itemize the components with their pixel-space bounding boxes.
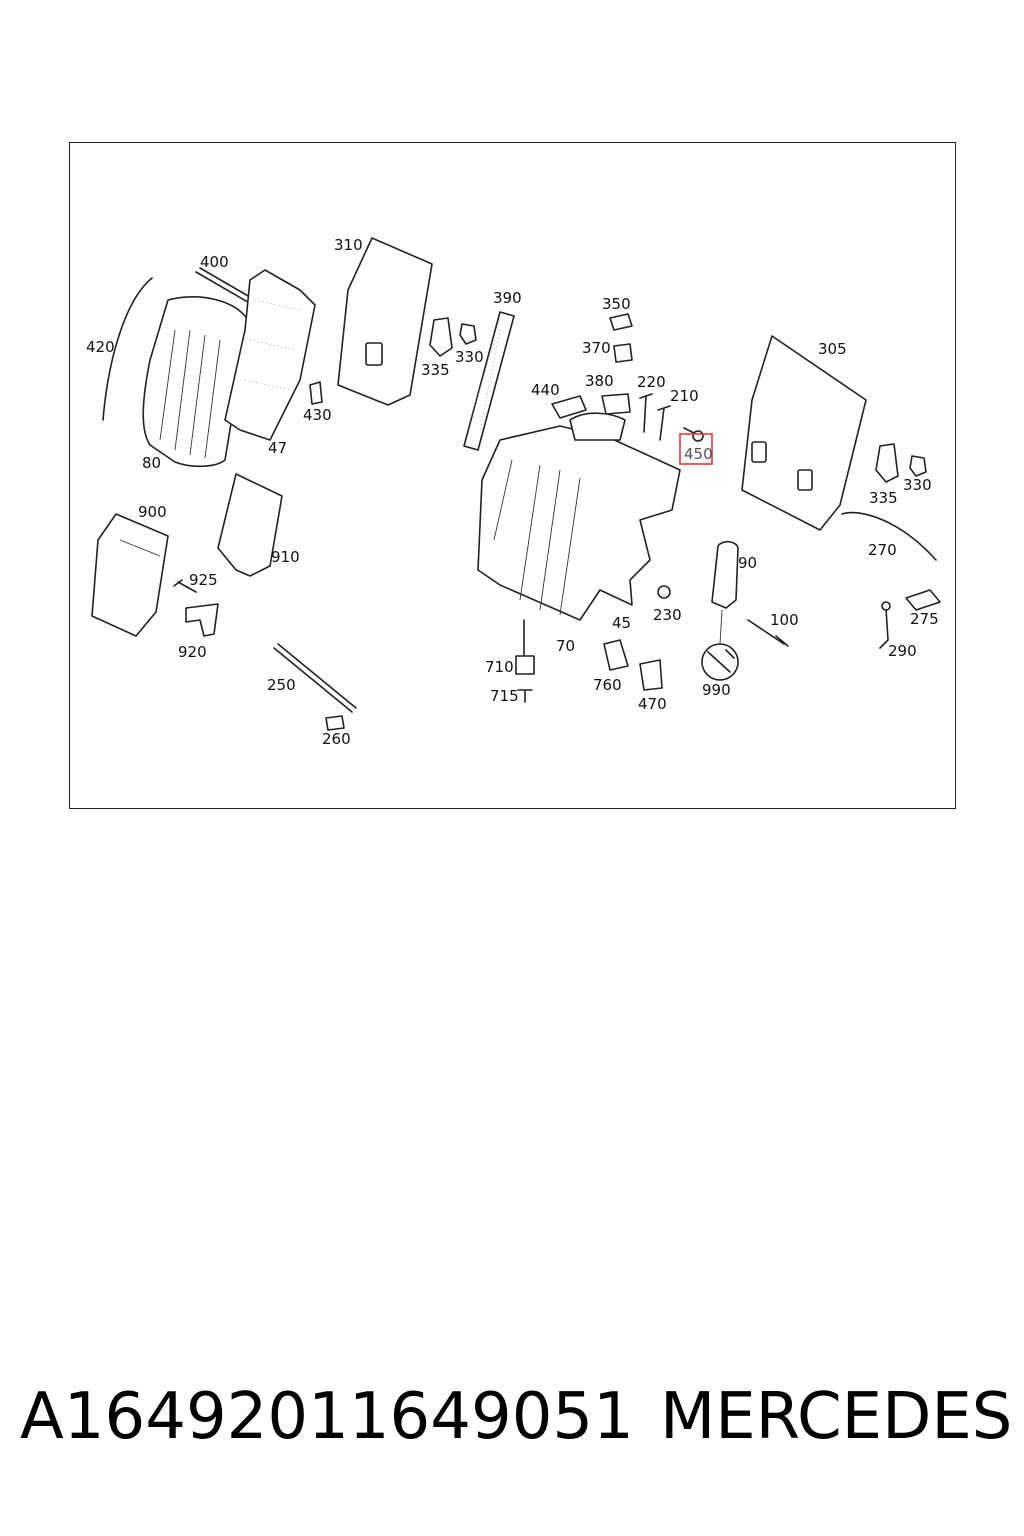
part-90-guide bbox=[711, 540, 739, 609]
callout-290: 290 bbox=[888, 642, 917, 660]
callout-260: 260 bbox=[322, 730, 351, 748]
callout-390: 390 bbox=[493, 289, 522, 307]
callout-70: 70 bbox=[556, 637, 575, 655]
callout-330-left: 330 bbox=[455, 348, 484, 366]
part-925-screw bbox=[173, 579, 197, 593]
callout-910: 910 bbox=[271, 548, 300, 566]
callout-250: 250 bbox=[267, 676, 296, 694]
part-230-nut bbox=[657, 585, 671, 599]
part-310-panel bbox=[337, 237, 433, 406]
callout-220: 220 bbox=[637, 373, 666, 391]
callout-900: 900 bbox=[138, 503, 167, 521]
callout-715: 715 bbox=[490, 687, 519, 705]
callout-305: 305 bbox=[818, 340, 847, 358]
part-100-bolt bbox=[747, 619, 789, 647]
callout-47: 47 bbox=[268, 439, 287, 457]
part-710-plug bbox=[515, 655, 535, 675]
part-470-cover bbox=[639, 659, 663, 691]
callout-400: 400 bbox=[200, 253, 229, 271]
callout-270: 270 bbox=[868, 541, 897, 559]
part-270-wire bbox=[841, 511, 937, 561]
part-305-panel bbox=[741, 335, 867, 531]
callout-45: 45 bbox=[612, 614, 631, 632]
callout-470: 470 bbox=[638, 695, 667, 713]
callout-380: 380 bbox=[585, 372, 614, 390]
part-250-rod bbox=[273, 643, 357, 713]
callout-210: 210 bbox=[670, 387, 699, 405]
part-220-bolt bbox=[639, 393, 653, 433]
callout-335-left: 335 bbox=[421, 361, 450, 379]
part-260-sleeve bbox=[325, 715, 345, 731]
part-760-trim bbox=[603, 639, 629, 671]
part-335-clip-right bbox=[875, 443, 899, 483]
part-number: A16492011649051 bbox=[20, 1380, 634, 1454]
part-440-cover bbox=[551, 395, 587, 419]
part-910-flap bbox=[217, 473, 283, 577]
callout-80: 80 bbox=[142, 454, 161, 472]
callout-335-right: 335 bbox=[869, 489, 898, 507]
part-715-pin bbox=[517, 689, 533, 703]
callout-430: 430 bbox=[303, 406, 332, 424]
callout-330-right: 330 bbox=[903, 476, 932, 494]
callout-420: 420 bbox=[86, 338, 115, 356]
part-275-label bbox=[905, 589, 941, 611]
part-370-clip bbox=[613, 343, 633, 363]
part-380-bracket bbox=[601, 393, 631, 415]
part-80-cushion bbox=[142, 296, 249, 468]
callout-310: 310 bbox=[334, 236, 363, 254]
highlight-box bbox=[679, 433, 713, 465]
callout-230: 230 bbox=[653, 606, 682, 624]
callout-920: 920 bbox=[178, 643, 207, 661]
part-430-bracket bbox=[309, 381, 323, 405]
part-330-clip-right bbox=[909, 455, 927, 477]
part-420-wire bbox=[102, 277, 153, 421]
callout-450: 450 bbox=[684, 445, 713, 463]
callout-350: 350 bbox=[602, 295, 631, 313]
part-45-seatback bbox=[477, 425, 681, 621]
part-335-clip bbox=[429, 317, 453, 357]
callout-275: 275 bbox=[910, 610, 939, 628]
brand-name: MERCEDES bbox=[660, 1380, 1013, 1454]
part-210-bolt bbox=[657, 405, 671, 441]
part-350-clip bbox=[609, 313, 633, 331]
callout-440: 440 bbox=[531, 381, 560, 399]
part-330-clip bbox=[459, 323, 477, 345]
callout-760: 760 bbox=[593, 676, 622, 694]
part-47-frame bbox=[224, 269, 316, 441]
callout-990: 990 bbox=[702, 681, 731, 699]
callout-370: 370 bbox=[582, 339, 611, 357]
callout-925: 925 bbox=[189, 571, 218, 589]
callout-100: 100 bbox=[770, 611, 799, 629]
callout-90: 90 bbox=[738, 554, 757, 572]
caption: A16492011649051 MERCEDES bbox=[0, 1380, 1024, 1480]
callout-710: 710 bbox=[485, 658, 514, 676]
part-900-armrest bbox=[91, 513, 169, 637]
part-920-hinge bbox=[185, 603, 219, 637]
part-290-cable bbox=[879, 607, 889, 649]
